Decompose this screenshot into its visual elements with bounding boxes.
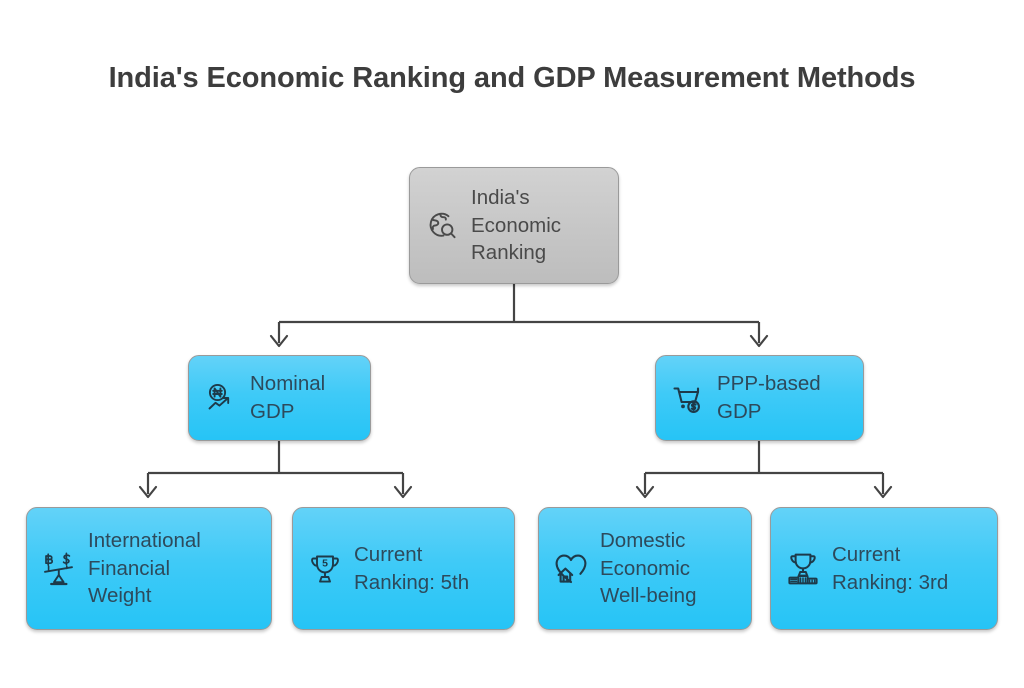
node-label: International Financial Weight xyxy=(88,528,201,608)
arrowhead-rank5 xyxy=(393,485,413,499)
arrowhead-domestic xyxy=(635,485,655,499)
trophy-podium-icon xyxy=(783,549,823,589)
node-label: Nominal GDP xyxy=(250,372,326,423)
shopping-cart-dollar-icon xyxy=(668,378,708,418)
page-title: India's Economic Ranking and GDP Measure… xyxy=(108,62,916,94)
node-nominal-gdp[interactable]: Nominal GDP xyxy=(188,355,371,441)
node-label: PPP-based GDP xyxy=(717,372,821,423)
node-label: Current Ranking: 5th xyxy=(354,542,470,594)
node-ppp-based-gdp[interactable]: PPP-based GDP xyxy=(655,355,864,441)
arrowhead-intl-weight xyxy=(138,485,158,499)
currency-trend-icon xyxy=(201,378,241,418)
heart-home-icon xyxy=(551,549,591,589)
node-india-economic-ranking[interactable]: India's Economic Ranking xyxy=(409,167,619,284)
node-international-financial-weight[interactable]: International Financial Weight xyxy=(26,507,272,630)
trophy-five-icon: 5 xyxy=(305,549,345,589)
trophy-number: 5 xyxy=(322,557,328,569)
arrowhead-ppp xyxy=(749,334,769,348)
node-current-ranking-5th[interactable]: 5 Current Ranking: 5th xyxy=(292,507,515,630)
node-current-ranking-3rd[interactable]: Current Ranking: 3rd xyxy=(770,507,998,630)
node-label: India's Economic Ranking xyxy=(471,185,562,265)
arrowhead-nominal xyxy=(269,334,289,348)
arrowhead-rank3 xyxy=(873,485,893,499)
node-domestic-economic-wellbeing[interactable]: Domestic Economic Well-being xyxy=(538,507,752,630)
currency-balance-scale-icon xyxy=(39,549,79,589)
node-label: Domestic Economic Well-being xyxy=(600,528,697,608)
node-label: Current Ranking: 3rd xyxy=(832,542,949,594)
globe-search-icon xyxy=(422,206,462,246)
